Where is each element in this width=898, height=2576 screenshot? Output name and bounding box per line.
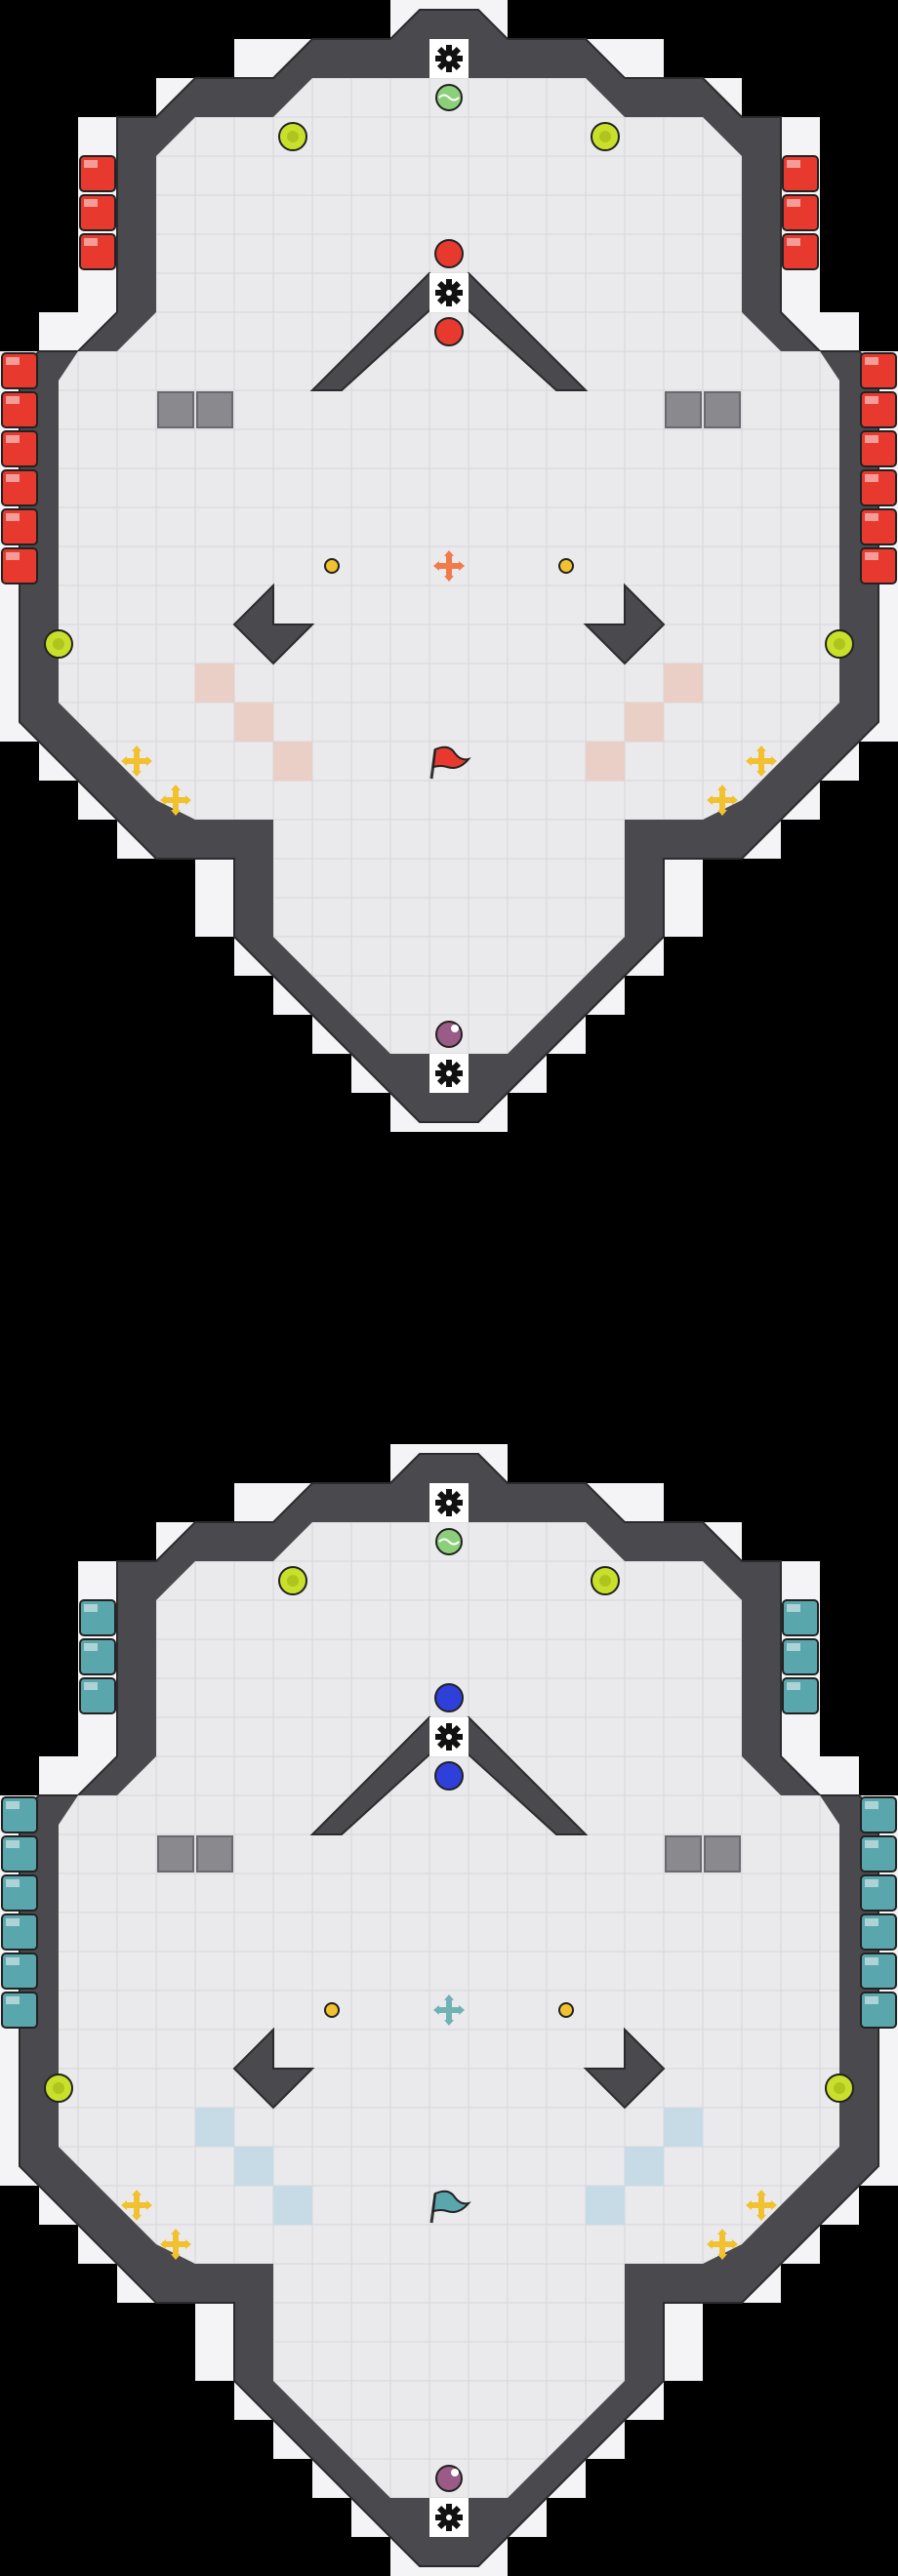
map-canvas (0, 1444, 898, 2576)
boost-icon (707, 2229, 738, 2260)
team-tile (273, 2186, 312, 2225)
corner-wall-left (232, 583, 315, 665)
boost-dot (324, 558, 340, 574)
team-tile (273, 742, 312, 781)
team-tile (195, 664, 234, 703)
left-upper-block-stack (79, 155, 116, 270)
corner-wall-right (583, 583, 666, 665)
map-board-red (0, 0, 898, 1132)
boost-icon (433, 1994, 465, 2026)
team-ball (434, 239, 464, 268)
boost-icon (121, 745, 152, 777)
team-tile (586, 2186, 625, 2225)
flag-icon (429, 2190, 471, 2224)
flag-icon (429, 745, 471, 780)
gear-icon (429, 2498, 469, 2537)
boost-dot (558, 558, 574, 574)
boost-dot (324, 2002, 340, 2018)
gate-tile (704, 391, 741, 428)
gate-tile (665, 1835, 702, 1872)
team-tile (625, 2147, 664, 2186)
gate-tile (196, 1835, 233, 1872)
boost-icon (707, 785, 738, 816)
boost-icon (433, 550, 465, 582)
boost-icon (160, 785, 191, 816)
team-tile (664, 2108, 703, 2147)
gear-icon (429, 1054, 469, 1093)
gear-icon (429, 1483, 469, 1522)
corner-wall-right (583, 2027, 666, 2110)
team-tile (195, 2108, 234, 2147)
team-tile (586, 742, 625, 781)
right-upper-block-stack (782, 1599, 819, 1714)
gate-tile (665, 391, 702, 428)
portal-icon (435, 1021, 463, 1048)
boost-icon (746, 745, 777, 777)
team-tile (234, 2147, 273, 2186)
boost-dot (558, 2002, 574, 2018)
team-tile (664, 664, 703, 703)
gate-tile (704, 1835, 741, 1872)
left-upper-block-stack (79, 1599, 116, 1714)
left-lower-block-stack (1, 352, 38, 584)
map-board-blue (0, 1444, 898, 2576)
boost-icon (121, 2190, 152, 2221)
right-upper-block-stack (782, 155, 819, 270)
team-tile (234, 703, 273, 742)
right-lower-block-stack (860, 1796, 897, 2029)
gear-icon (429, 273, 469, 312)
corner-wall-left (232, 2027, 315, 2110)
gate-tile (157, 391, 194, 428)
right-lower-block-stack (860, 352, 897, 584)
boost-icon (746, 2190, 777, 2221)
team-ball (434, 317, 464, 346)
team-ball (434, 1761, 464, 1791)
gear-icon (429, 1717, 469, 1756)
left-lower-block-stack (1, 1796, 38, 2029)
map-canvas (0, 0, 898, 1132)
gear-icon (429, 39, 469, 78)
team-ball (434, 1683, 464, 1712)
boost-icon (160, 2229, 191, 2260)
gate-tile (196, 391, 233, 428)
team-tile (625, 703, 664, 742)
gate-tile (157, 1835, 194, 1872)
portal-icon (435, 2465, 463, 2492)
